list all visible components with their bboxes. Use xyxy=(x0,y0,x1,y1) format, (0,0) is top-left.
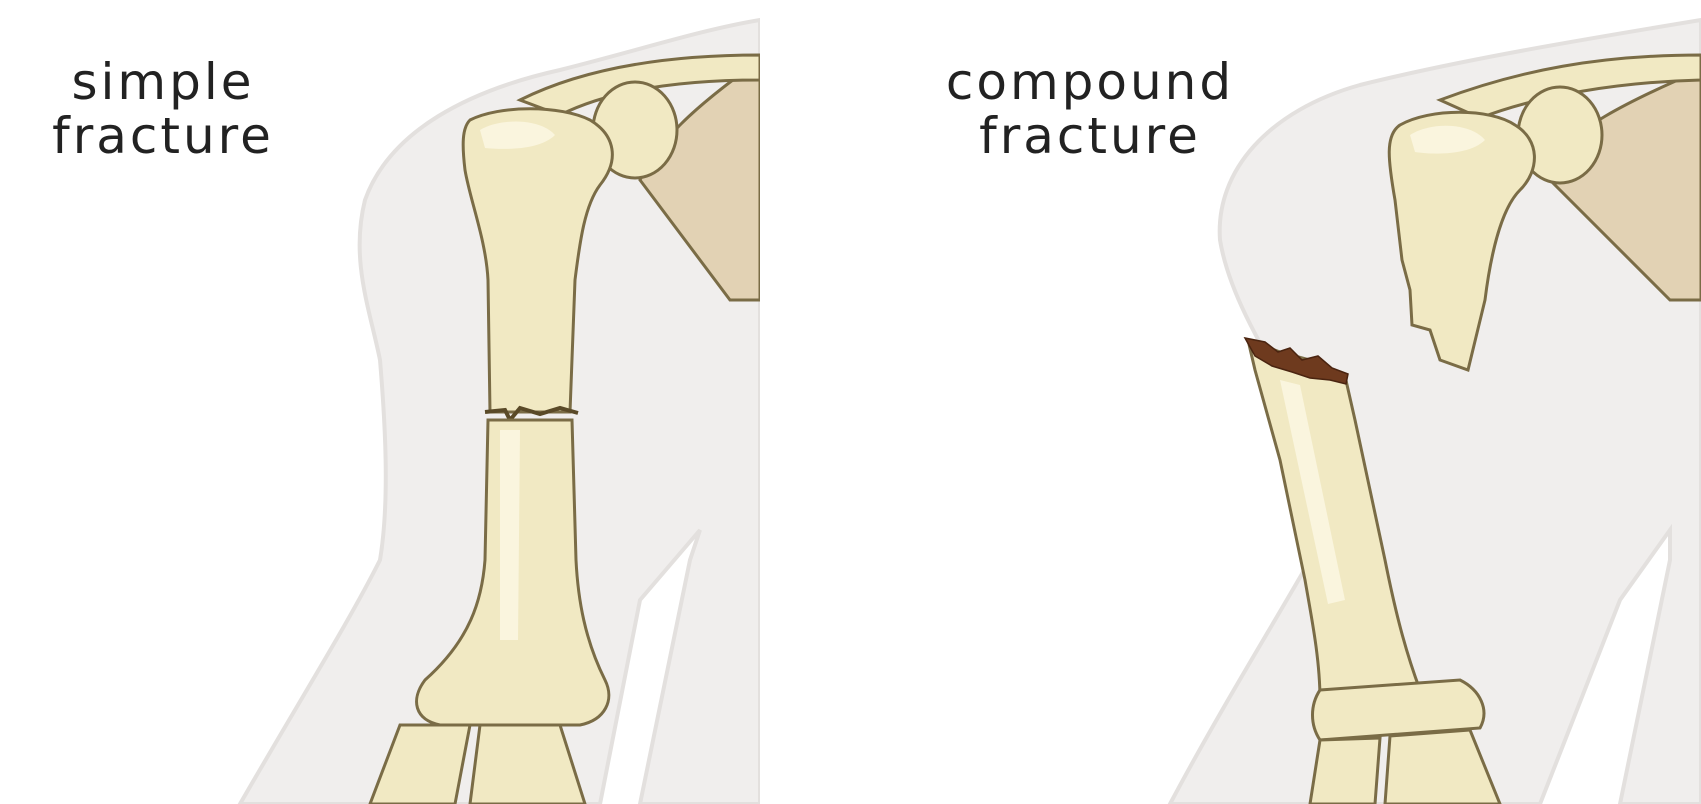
humerus-upper-fragment xyxy=(1387,110,1536,372)
humerus-shaft-highlight xyxy=(1280,380,1345,604)
compound-fracture-caption: compound fracture xyxy=(880,55,1300,163)
simple-fracture-illustration xyxy=(237,17,760,804)
wound-edge xyxy=(1243,336,1349,385)
arm-silhouette xyxy=(1167,17,1701,804)
humerus-shaft-highlight xyxy=(500,430,520,640)
radius-bone xyxy=(1308,736,1382,804)
simple-fracture-caption: simple fracture xyxy=(18,55,308,163)
ulna-bone xyxy=(468,723,587,804)
caption-line: compound xyxy=(945,53,1235,111)
compound-fracture-illustration xyxy=(1167,17,1701,804)
compound-fracture-panel xyxy=(840,0,1701,804)
simple-fracture-panel xyxy=(0,0,760,804)
humerus-upper xyxy=(461,107,614,414)
radius-bone xyxy=(368,723,472,804)
caption-line: fracture xyxy=(979,107,1201,165)
ulna-bone xyxy=(1383,728,1502,804)
caption-line: fracture xyxy=(52,107,274,165)
caption-line: simple xyxy=(71,53,255,111)
fracture-line xyxy=(484,405,579,424)
humerus-head-highlight xyxy=(1410,125,1485,154)
humerus-head-highlight xyxy=(480,121,555,149)
elbow-condyles xyxy=(1311,678,1486,742)
